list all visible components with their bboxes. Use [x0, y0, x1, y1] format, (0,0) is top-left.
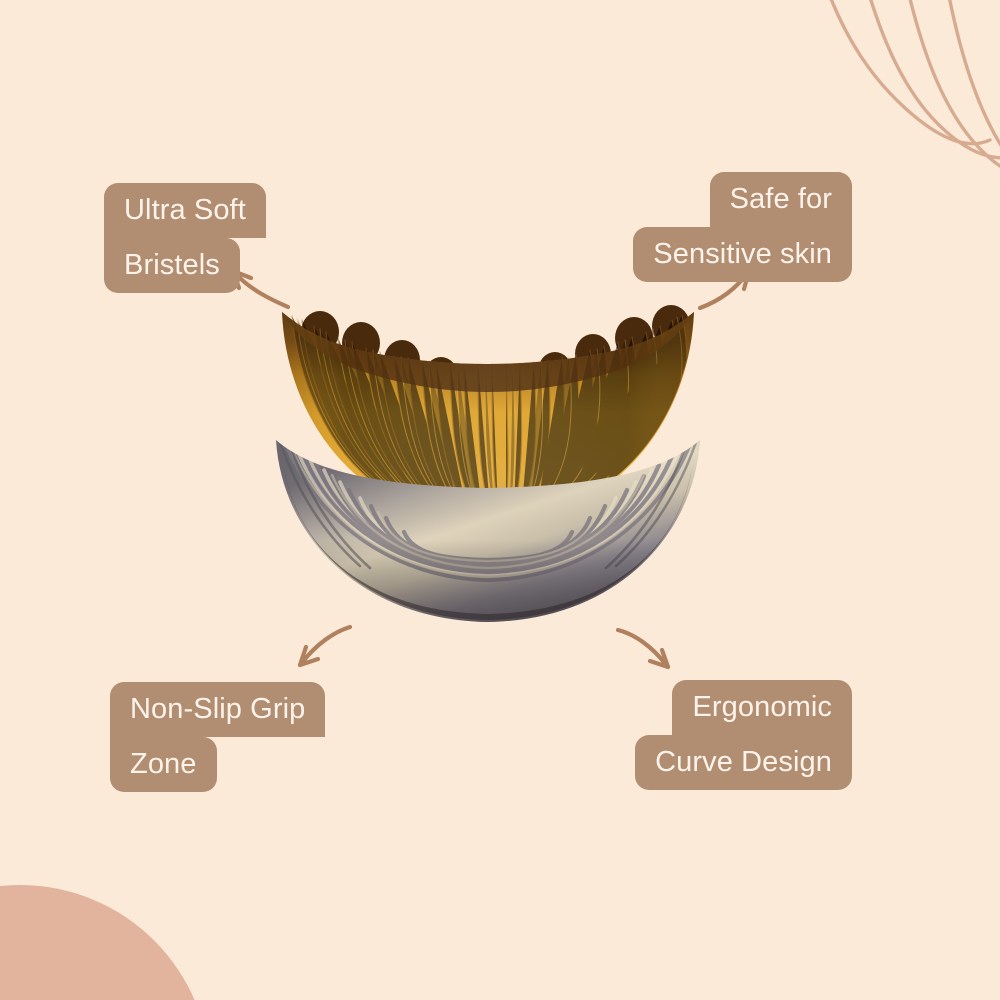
badge-line-1: Ultra Soft: [104, 183, 266, 238]
corner-circle-decoration: [0, 885, 195, 1000]
badge-line-2: Curve Design: [635, 735, 852, 790]
brush-handle: [276, 440, 700, 622]
wavy-lines-decoration: [829, 0, 1000, 168]
badge-line-2: Bristels: [104, 238, 240, 293]
product-image: [268, 300, 708, 645]
badge-line-2: Zone: [110, 737, 217, 792]
badge-line-1: Ergonomic: [672, 680, 852, 735]
feature-badge-non-slip-grip-zone[interactable]: Non-Slip Grip Zone: [110, 682, 326, 792]
badge-line-1: Safe for: [709, 172, 852, 227]
feature-badge-ultra-soft-bristles[interactable]: Ultra Soft Bristels: [104, 183, 266, 293]
brush-bristles: [282, 305, 694, 522]
badge-line-2: Sensitive skin: [633, 227, 852, 282]
feature-badge-ergonomic-curve-design[interactable]: Ergonomic Curve Design: [635, 680, 852, 790]
feature-badge-safe-for-sensitive-skin[interactable]: Safe for Sensitive skin: [633, 172, 852, 282]
badge-line-1: Non-Slip Grip: [110, 682, 326, 737]
